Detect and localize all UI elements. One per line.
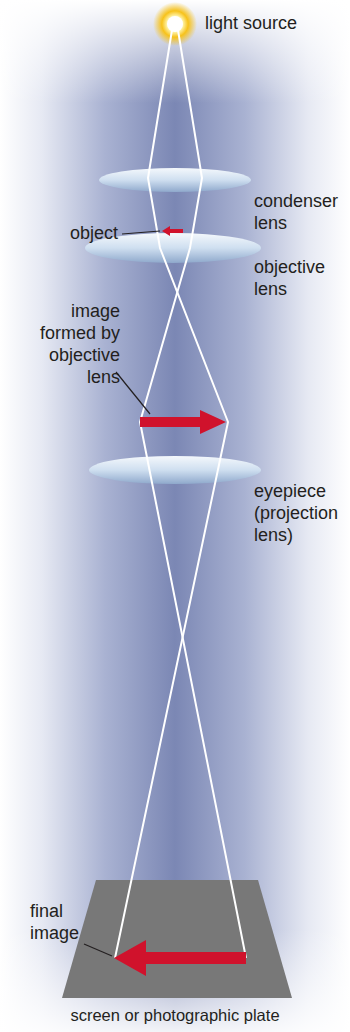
light-source [153, 2, 197, 46]
leader-line [122, 231, 160, 234]
ray [115, 30, 228, 958]
light-core [167, 16, 183, 32]
part-label: objective lens [254, 256, 346, 300]
part-label: screen or photographic plate [0, 1004, 350, 1026]
light-rays [115, 30, 246, 958]
part-label: image formed by objective lens [16, 300, 120, 388]
part-label: condenser lens [254, 190, 346, 234]
condenser-lens [99, 168, 251, 192]
part-label: light source [205, 12, 345, 34]
object-arrow [162, 226, 183, 236]
final-image-arrow [114, 940, 246, 976]
leader-line [116, 372, 150, 414]
intermediate-image-arrow [140, 410, 226, 434]
part-label: final image [30, 900, 100, 944]
part-label: object [40, 222, 118, 244]
eyepiece-lens [89, 456, 261, 484]
leader-line [84, 944, 112, 956]
screen-plate [62, 880, 292, 998]
part-label: eyepiece (projection lens) [254, 480, 348, 546]
ray [140, 30, 246, 958]
